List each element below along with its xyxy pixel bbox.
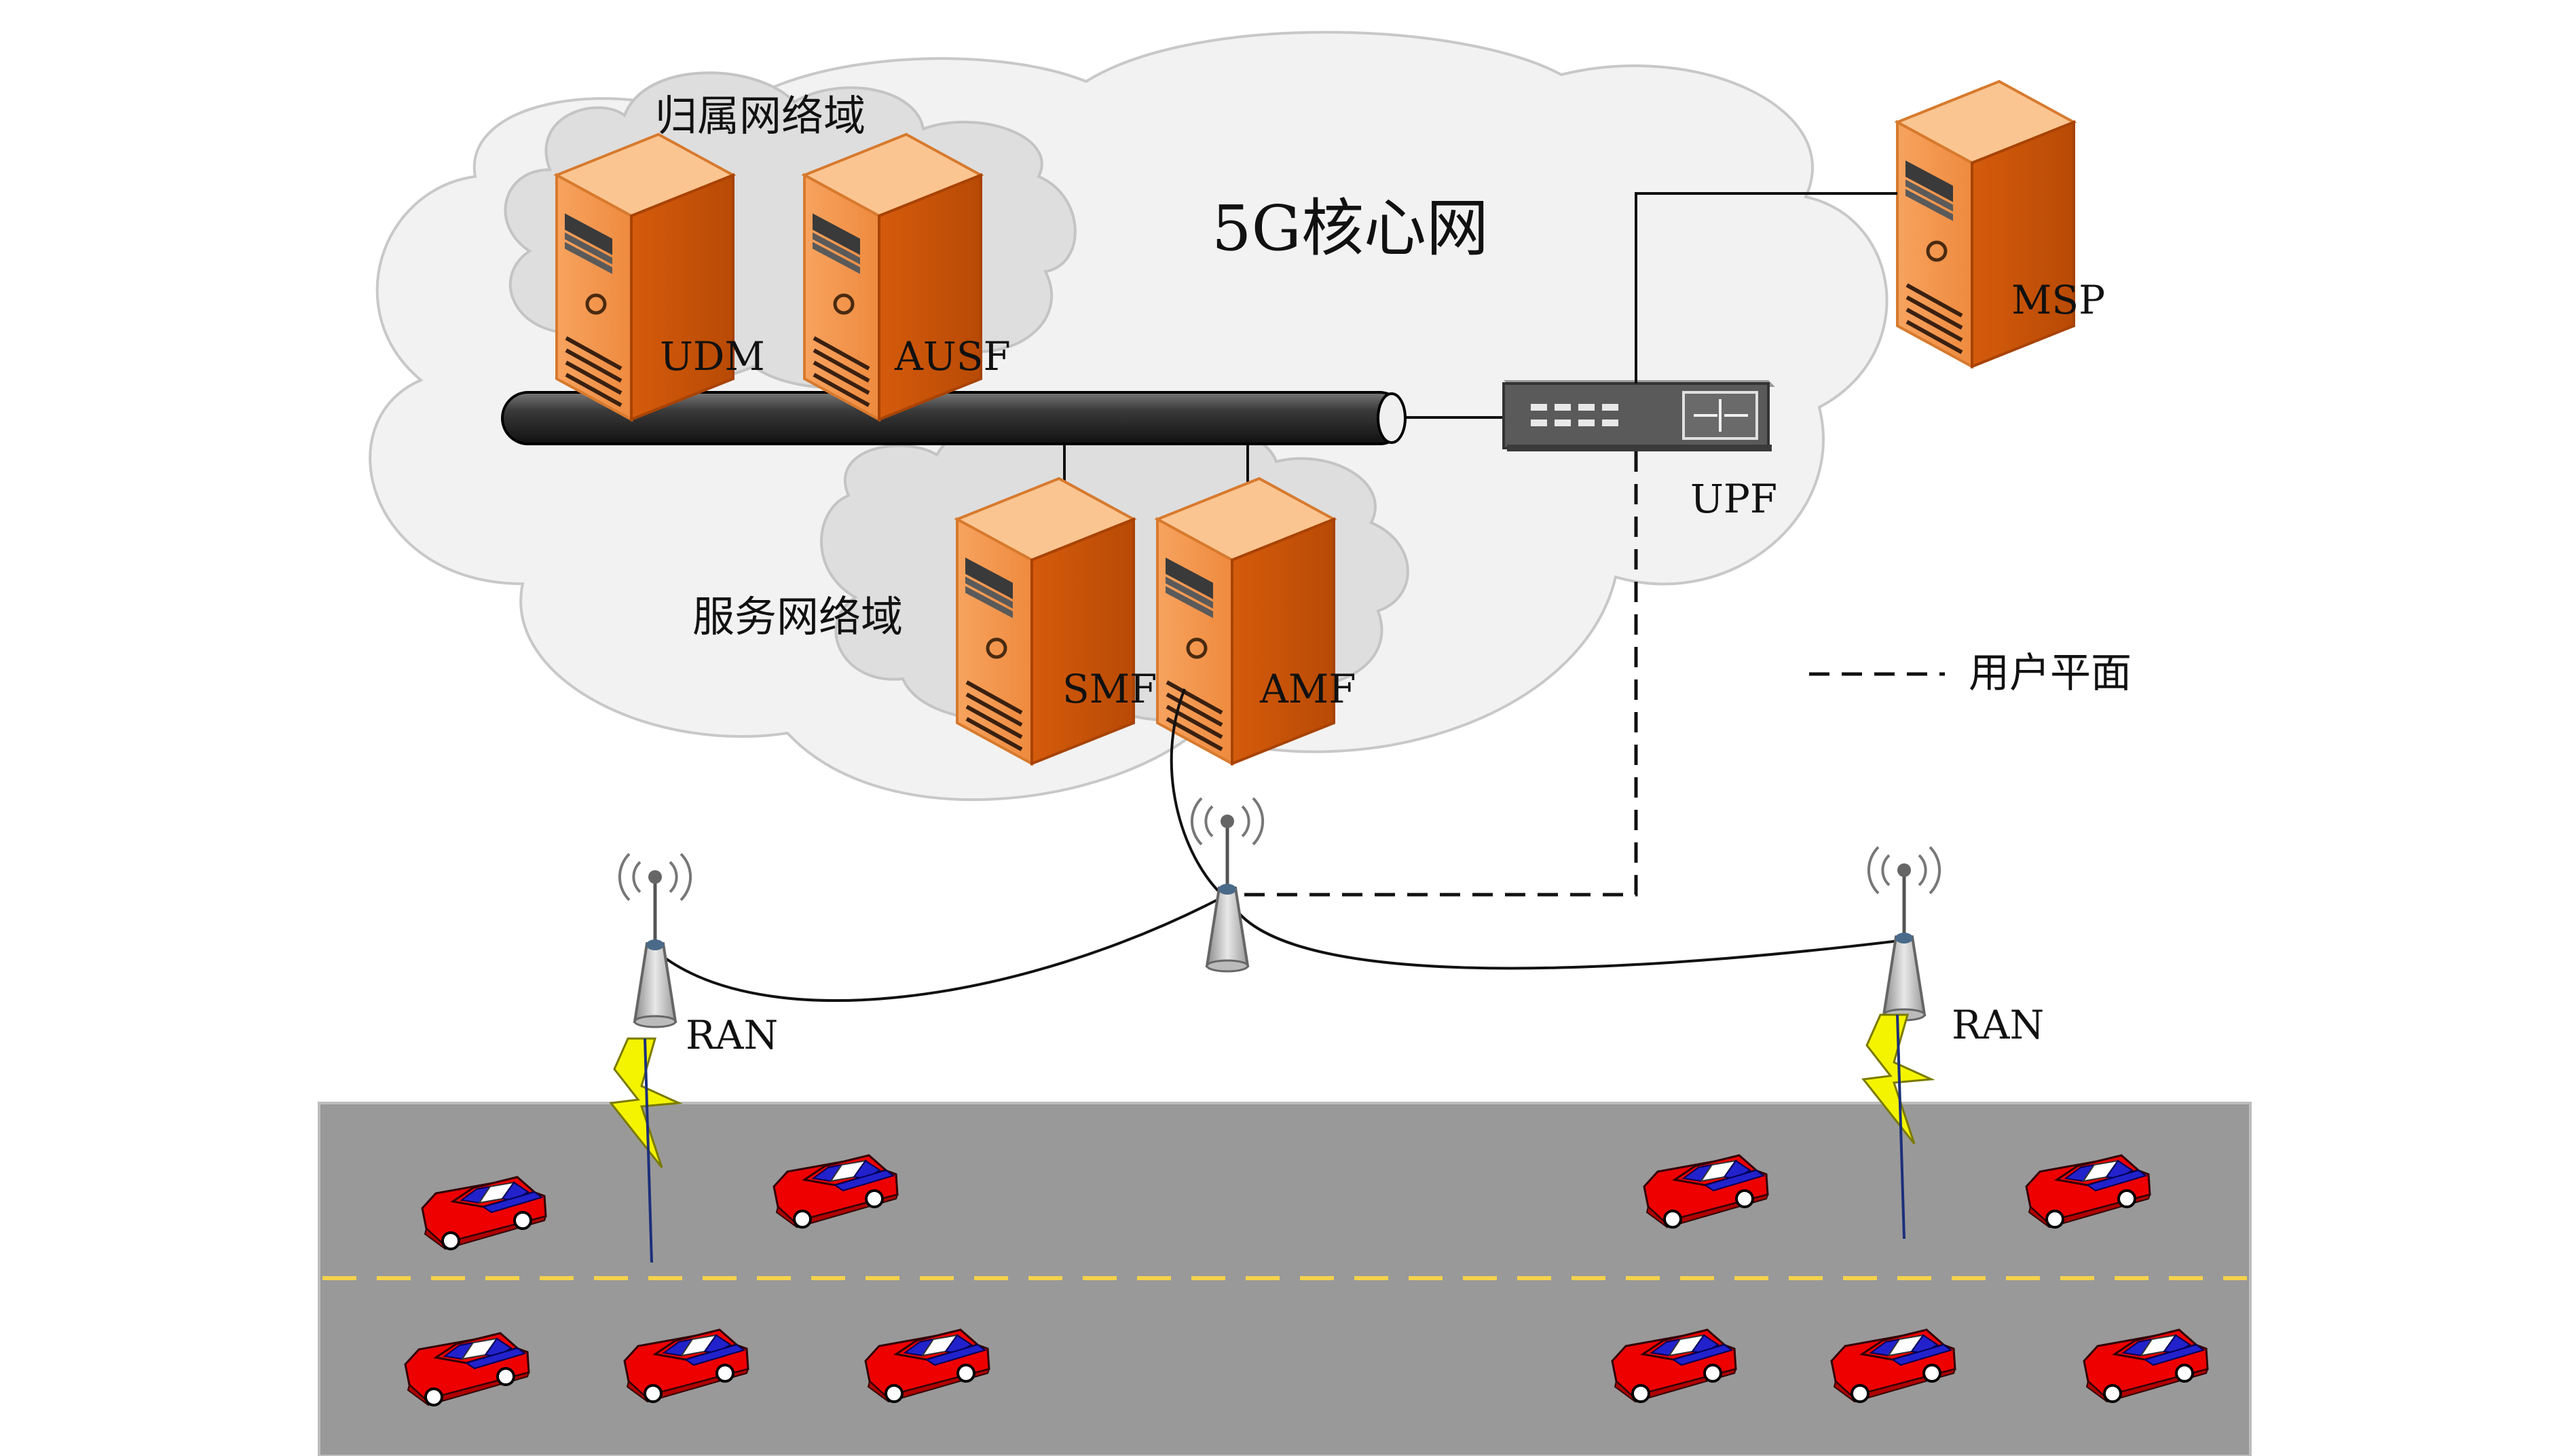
- ran-left-antenna-icon[interactable]: [620, 854, 690, 1027]
- ran-right-antenna-icon[interactable]: [1869, 847, 1939, 1020]
- msp-server-icon[interactable]: [1897, 81, 2074, 367]
- upf-label: UPF: [1690, 476, 1777, 522]
- udm-label: UDM: [660, 333, 765, 379]
- service-bus-pipe: [501, 391, 1407, 445]
- home-domain-title: 归属网络域: [655, 91, 866, 141]
- ran-left-label: RAN: [686, 1012, 778, 1058]
- smf-server-icon[interactable]: [957, 479, 1134, 764]
- road: [318, 1102, 2252, 1456]
- ran-left-link: [654, 893, 1228, 1002]
- serving-domain-title: 服务网络域: [692, 592, 903, 641]
- amf-ran-link: [1170, 688, 1223, 896]
- upf-msp-link: [1635, 192, 1897, 384]
- user-plane-dashed-link: [1227, 451, 1638, 897]
- legend-user-plane-label: 用户平面: [1969, 650, 2132, 697]
- legend: 用户平面: [1809, 650, 2132, 697]
- msp-label: MSP: [2011, 277, 2105, 323]
- ran-right-link: [1226, 894, 1905, 970]
- ran-right-label: RAN: [1952, 1002, 2044, 1048]
- smf-label: SMF: [1062, 666, 1157, 712]
- upf-switch-icon[interactable]: [1502, 380, 1775, 451]
- ausf-label: AUSF: [894, 333, 1011, 379]
- ran-center-antenna-icon[interactable]: [1192, 798, 1263, 971]
- core-network-title: 5G核心网: [1212, 192, 1489, 265]
- amf-server-icon[interactable]: [1157, 479, 1334, 764]
- amf-label: AMF: [1259, 666, 1356, 712]
